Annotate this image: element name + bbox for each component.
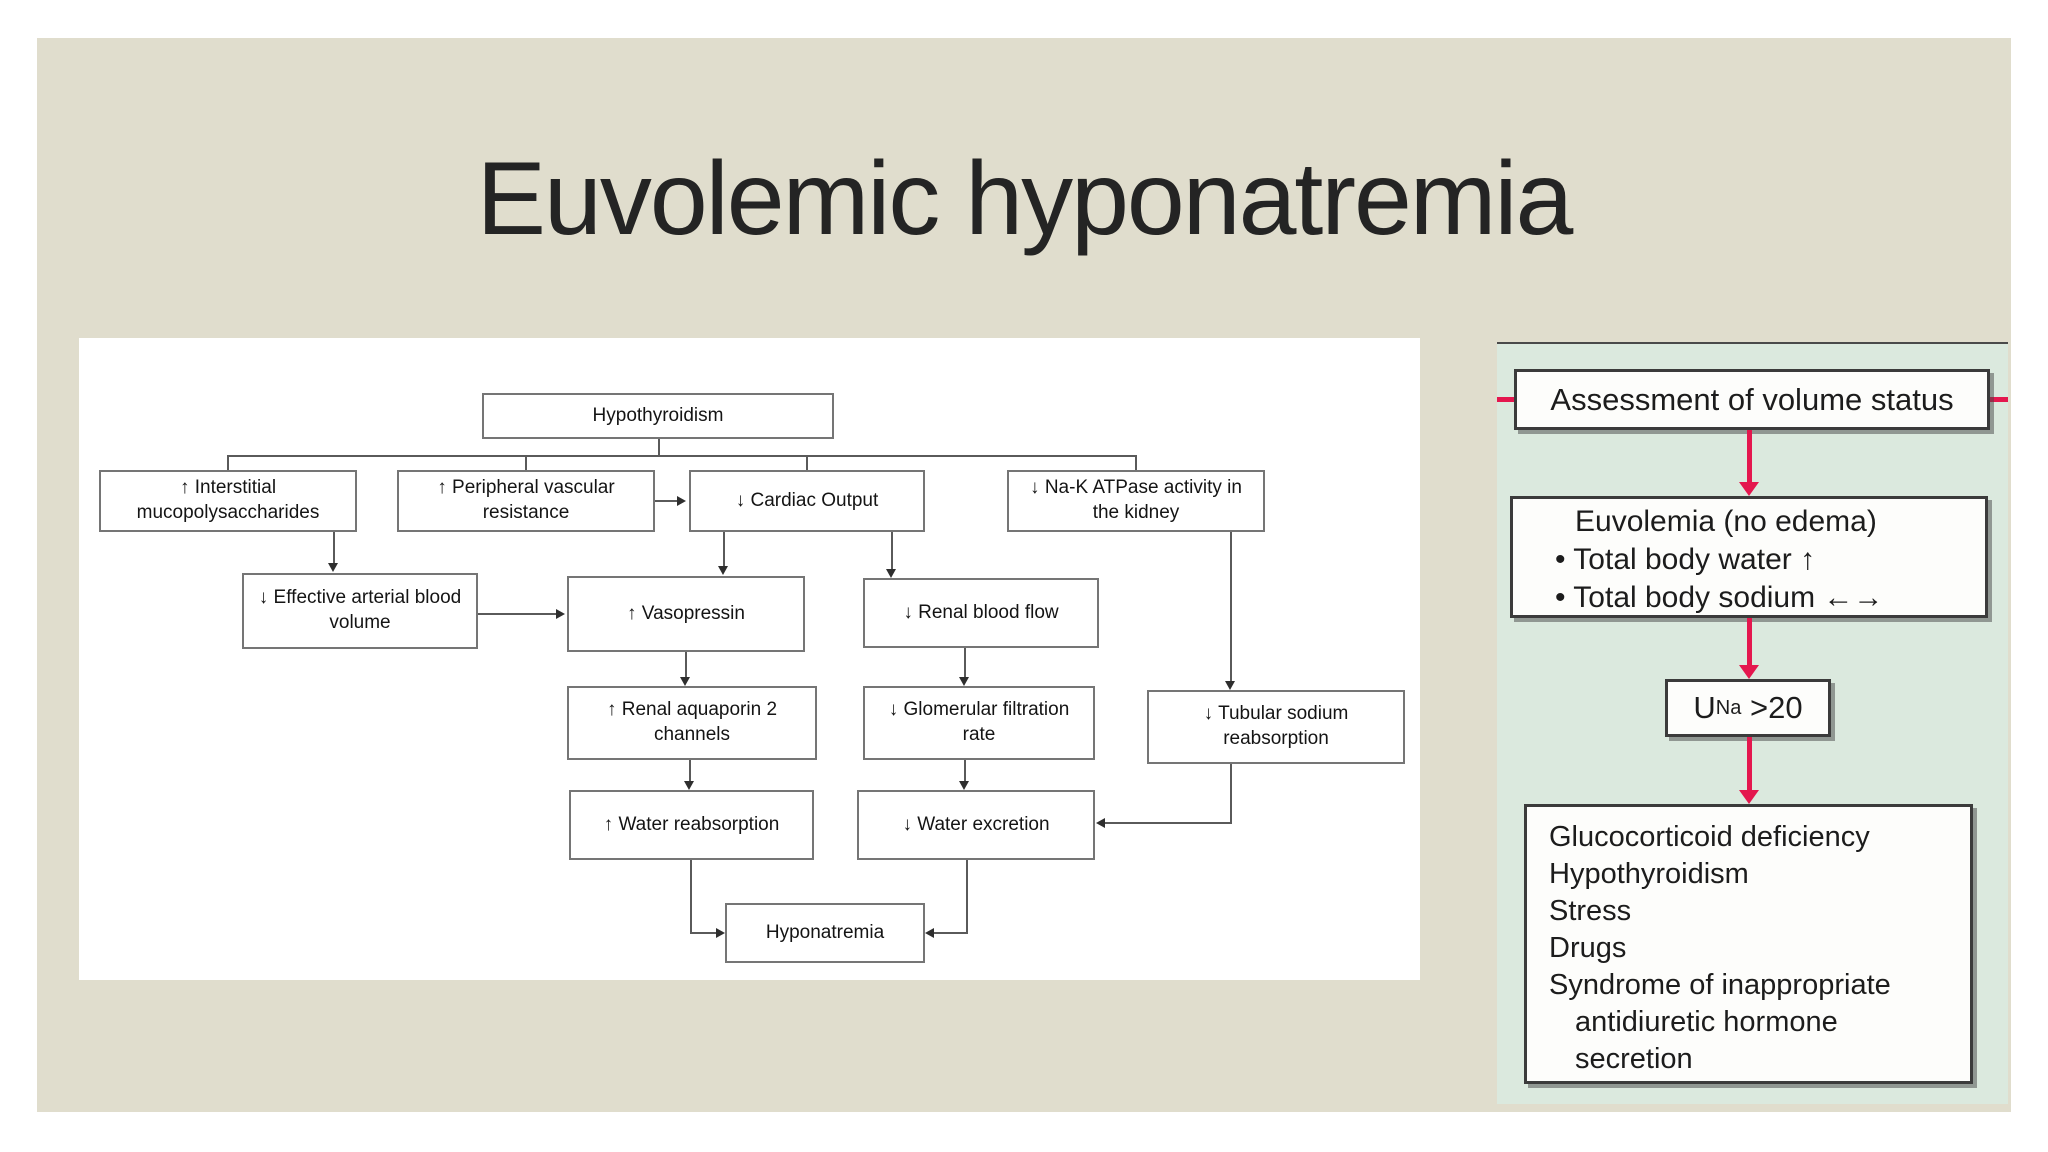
arrowhead <box>1096 818 1105 828</box>
node-label: ↓ Na-K ATPase activity in the kidney <box>1030 477 1242 523</box>
connector-line <box>964 648 966 678</box>
node-peripheral-vascular-resistance: ↑ Peripheral vascular resistance <box>397 470 655 532</box>
euvolemic-causes-box: Glucocorticoid deficiency Hypothyroidism… <box>1524 804 1973 1084</box>
node-renal-aquaporin-2-channels: ↑ Renal aquaporin 2 channels <box>567 686 817 760</box>
connector-line <box>655 500 679 502</box>
node-effective-arterial-blood-volume: ↓ Effective arterial blood volume <box>242 573 478 649</box>
node-label: ↓ Renal blood flow <box>903 601 1059 623</box>
una-value: >20 <box>1741 690 1803 725</box>
arrowhead <box>925 928 934 938</box>
connector-line <box>1105 822 1232 824</box>
arrowhead <box>1225 681 1235 690</box>
connector-line <box>1135 455 1137 472</box>
node-glomerular-filtration-rate: ↓ Glomerular filtration rate <box>863 686 1095 760</box>
connector-line <box>723 532 725 566</box>
node-water-reabsorption: ↑ Water reabsorption <box>569 790 814 860</box>
connector-line <box>525 455 527 472</box>
arrowhead <box>718 566 728 575</box>
cause-item: Stress <box>1549 895 1632 927</box>
euvolemia-title: Euvolemia (no edema) <box>1575 505 1877 538</box>
slide-canvas: Euvolemic hyponatremia <box>37 38 2011 1112</box>
arrowhead <box>959 677 969 686</box>
red-arrowhead-down <box>1739 482 1759 496</box>
cause-item: Hypothyroidism <box>1549 858 1749 890</box>
arrowhead <box>556 609 565 619</box>
cause-item-continuation: antidiuretic hormone <box>1575 1006 1838 1038</box>
connector-line <box>333 532 335 563</box>
cause-item: Drugs <box>1549 932 1627 964</box>
arrowhead <box>684 781 694 790</box>
node-renal-blood-flow: ↓ Renal blood flow <box>863 578 1099 648</box>
connector-line <box>966 860 968 934</box>
connector-line <box>690 860 692 934</box>
node-interstitial-mucopolysaccharides: ↑ Interstitial mucopolysaccharides <box>99 470 357 532</box>
node-label: ↓ Water excretion <box>902 813 1050 835</box>
node-hyponatremia: Hyponatremia <box>725 903 925 963</box>
connector-line <box>658 439 660 456</box>
red-arrow-line <box>1747 737 1752 792</box>
node-label: ↑ Interstitial mucopolysaccharides <box>136 477 320 523</box>
node-nak-atpase-activity: ↓ Na-K ATPase activity in the kidney <box>1007 470 1265 532</box>
connector-line <box>227 455 1137 457</box>
red-arrow-line <box>1747 618 1752 667</box>
arrowhead <box>680 677 690 686</box>
arrowhead <box>959 781 969 790</box>
volume-status-panel: Assessment of volume status Euvolemia (n… <box>1497 342 2008 1104</box>
slide-title: Euvolemic hyponatremia <box>476 141 1574 257</box>
node-label: ↑ Vasopressin <box>627 602 745 624</box>
node-label: ↓ Cardiac Output <box>735 489 879 511</box>
cause-item-continuation: secretion <box>1575 1043 1693 1075</box>
connector-line <box>806 455 808 472</box>
node-label: ↑ Water reabsorption <box>603 813 780 835</box>
node-hypothyroidism: Hypothyroidism <box>482 393 834 439</box>
connector-line <box>478 613 556 615</box>
connector-line <box>227 455 229 472</box>
node-label: Hypothyroidism <box>592 404 724 426</box>
connector-line <box>689 760 691 782</box>
node-vasopressin: ↑ Vasopressin <box>567 576 805 652</box>
hypothyroidism-flowchart-panel: Hypothyroidism ↑ Interstitial mucopolysa… <box>79 338 1420 980</box>
connector-line <box>690 932 718 934</box>
node-cardiac-output: ↓ Cardiac Output <box>689 470 925 532</box>
cause-item: Syndrome of inappropriate <box>1549 969 1891 1001</box>
arrowhead <box>716 928 725 938</box>
assessment-label: Assessment of volume status <box>1550 381 1954 417</box>
euvolemia-bullet: • Total body sodium ←→ <box>1555 581 1884 614</box>
connector-line <box>934 932 968 934</box>
node-tubular-sodium-reabsorption: ↓ Tubular sodium reabsorption <box>1147 690 1405 764</box>
arrowhead <box>328 563 338 572</box>
arrowhead <box>677 496 686 506</box>
euvolemia-bullet: • Total body water ↑ <box>1555 543 1816 576</box>
node-water-excretion: ↓ Water excretion <box>857 790 1095 860</box>
red-arrow-line <box>1747 430 1752 484</box>
connector-line <box>964 760 966 782</box>
red-arrowhead-down <box>1739 665 1759 679</box>
red-arrowhead-down <box>1739 790 1759 804</box>
red-dash-left <box>1497 397 1514 402</box>
node-label: ↓ Effective arterial blood volume <box>258 587 462 633</box>
connector-line <box>1230 532 1232 682</box>
node-label: ↑ Renal aquaporin 2 channels <box>606 699 778 745</box>
cause-item: Glucocorticoid deficiency <box>1549 821 1870 853</box>
connector-line <box>1230 764 1232 824</box>
node-label: ↑ Peripheral vascular resistance <box>437 477 615 523</box>
una-symbol: U <box>1693 690 1716 725</box>
assessment-of-volume-status-box: Assessment of volume status <box>1514 369 1990 430</box>
connector-line <box>891 532 893 569</box>
arrowhead <box>886 569 896 578</box>
red-dash-right <box>1990 397 2008 402</box>
node-label: ↓ Tubular sodium reabsorption <box>1203 703 1349 749</box>
node-label: Hyponatremia <box>765 921 885 943</box>
connector-line <box>685 652 687 678</box>
node-label: ↓ Glomerular filtration rate <box>888 699 1070 745</box>
euvolemia-box: Euvolemia (no edema) • Total body water … <box>1510 496 1988 618</box>
